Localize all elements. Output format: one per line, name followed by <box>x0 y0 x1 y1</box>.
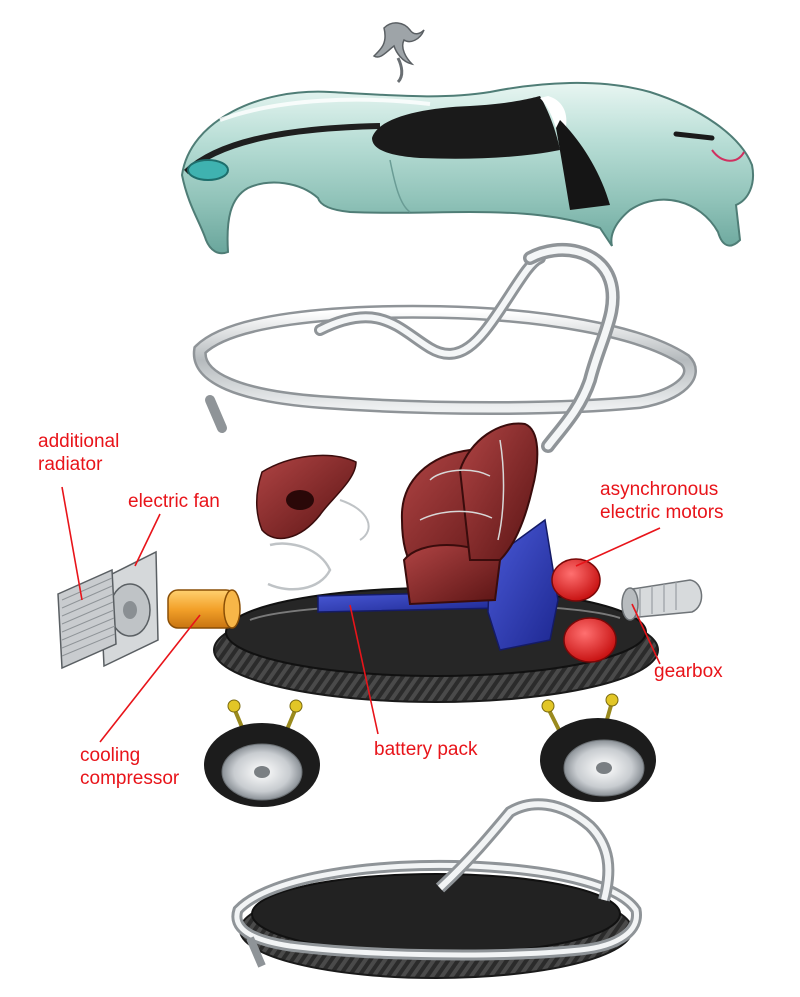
label-cooling-compressor-line1: cooling <box>80 744 179 767</box>
front-wheel <box>204 700 320 807</box>
jaguar-leaper-ornament <box>374 23 424 82</box>
label-async-motors: asynchronous electric motors <box>600 478 724 524</box>
leader-async-motors <box>576 528 660 566</box>
rear-wheel <box>540 694 656 802</box>
steering-assembly <box>257 455 369 589</box>
label-async-motors-line1: asynchronous <box>600 478 724 501</box>
chassis-lower-view <box>237 804 637 978</box>
label-gearbox: gearbox <box>654 660 723 683</box>
label-battery-pack: battery pack <box>374 738 478 761</box>
label-additional-radiator-line1: additional <box>38 430 119 453</box>
label-additional-radiator-line2: radiator <box>38 453 119 476</box>
label-async-motors-line2: electric motors <box>600 501 724 524</box>
label-additional-radiator: additional radiator <box>38 430 119 476</box>
gearbox <box>622 580 702 620</box>
car-body-shell <box>182 83 753 253</box>
cooling-compressor <box>168 590 240 628</box>
label-cooling-compressor-line2: compressor <box>80 767 179 790</box>
label-cooling-compressor: cooling compressor <box>80 744 179 790</box>
leader-additional-radiator <box>62 487 82 600</box>
label-electric-fan: electric fan <box>128 490 220 513</box>
chrome-frame-upper <box>200 250 690 446</box>
